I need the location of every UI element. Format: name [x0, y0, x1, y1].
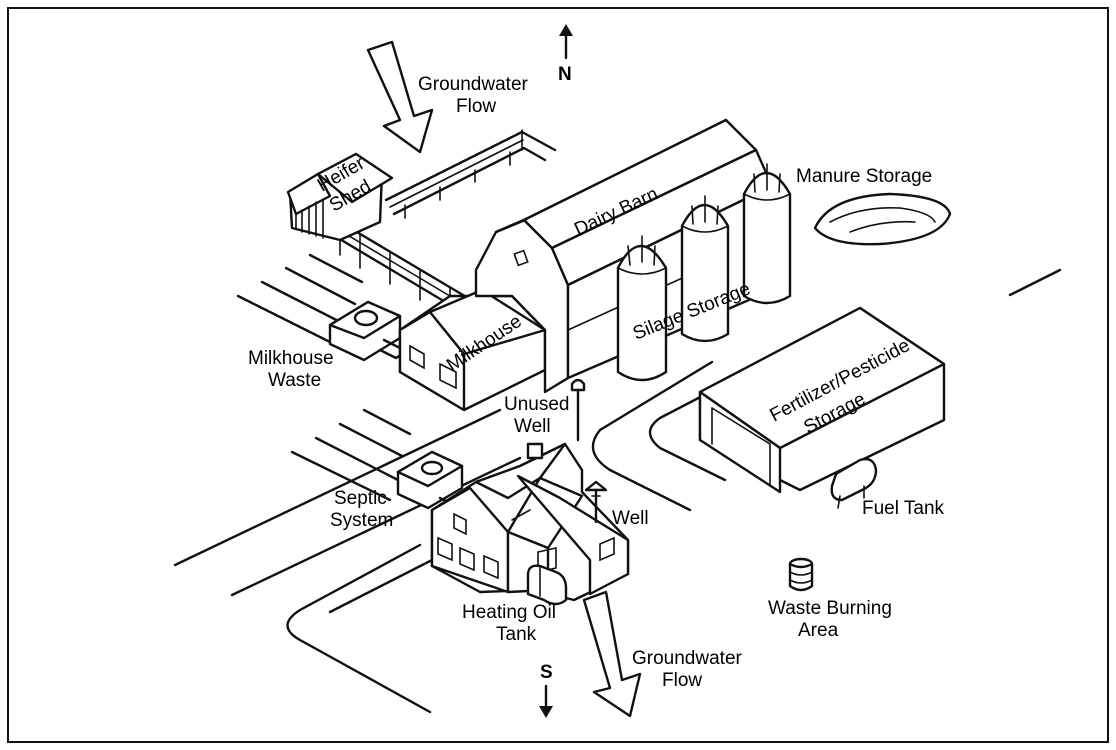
fuel-tank: [830, 457, 878, 509]
heating-oil-tank: [526, 564, 568, 606]
south-label: S: [540, 662, 553, 683]
manure-storage: [813, 192, 952, 246]
silo-2: [680, 195, 730, 343]
south-arrow-icon: [539, 684, 553, 718]
unused-well: [570, 378, 586, 442]
heating-oil-label-line2: Tank: [496, 624, 537, 645]
field-lines-lower: [290, 408, 412, 502]
heating-oil-label-line1: Heating Oil: [462, 602, 556, 623]
milkhouse: Milkhouse: [398, 288, 547, 412]
unused-well-label-line1: Unused: [504, 394, 570, 415]
groundwater-flow-top-line1: Groundwater: [418, 74, 529, 95]
groundwater-flow-bottom-line2: Flow: [662, 670, 702, 691]
groundwater-flow-bottom-line1: Groundwater: [632, 648, 743, 669]
waste-burning-barrel: [788, 557, 814, 592]
north-arrow-icon: [559, 24, 573, 60]
diagram-border: [7, 7, 1109, 743]
groundwater-flow-arrow-top: [366, 40, 434, 154]
milkhouse-waste-tank: [328, 300, 407, 362]
active-well: [584, 480, 608, 524]
well-label: Well: [612, 508, 649, 529]
unused-well-label-line2: Well: [514, 416, 551, 437]
septic-tank: [396, 450, 464, 510]
road-lines: [173, 268, 1062, 714]
groundwater-flow-top-line2: Flow: [456, 96, 496, 117]
heifer-shed: Heifer Shed: [286, 152, 394, 242]
silo-1: [616, 235, 668, 382]
fertilizer-pesticide-storage: Fertilizer/Pesticide Storage: [698, 306, 946, 494]
fuel-tank-label: Fuel Tank: [862, 498, 945, 519]
waste-burning-label-line2: Area: [798, 620, 839, 641]
milkhouse-waste-label-line2: Waste: [268, 370, 321, 391]
groundwater-flow-arrow-bottom: [582, 590, 642, 718]
north-label: N: [558, 64, 572, 85]
manure-storage-label: Manure Storage: [796, 166, 932, 187]
septic-system-label-line2: System: [330, 510, 393, 531]
silo-3: [742, 163, 792, 305]
milkhouse-waste-label-line1: Milkhouse: [248, 348, 334, 369]
waste-burning-label-line1: Waste Burning: [768, 598, 892, 619]
septic-system-label-line1: Septic: [334, 488, 387, 509]
